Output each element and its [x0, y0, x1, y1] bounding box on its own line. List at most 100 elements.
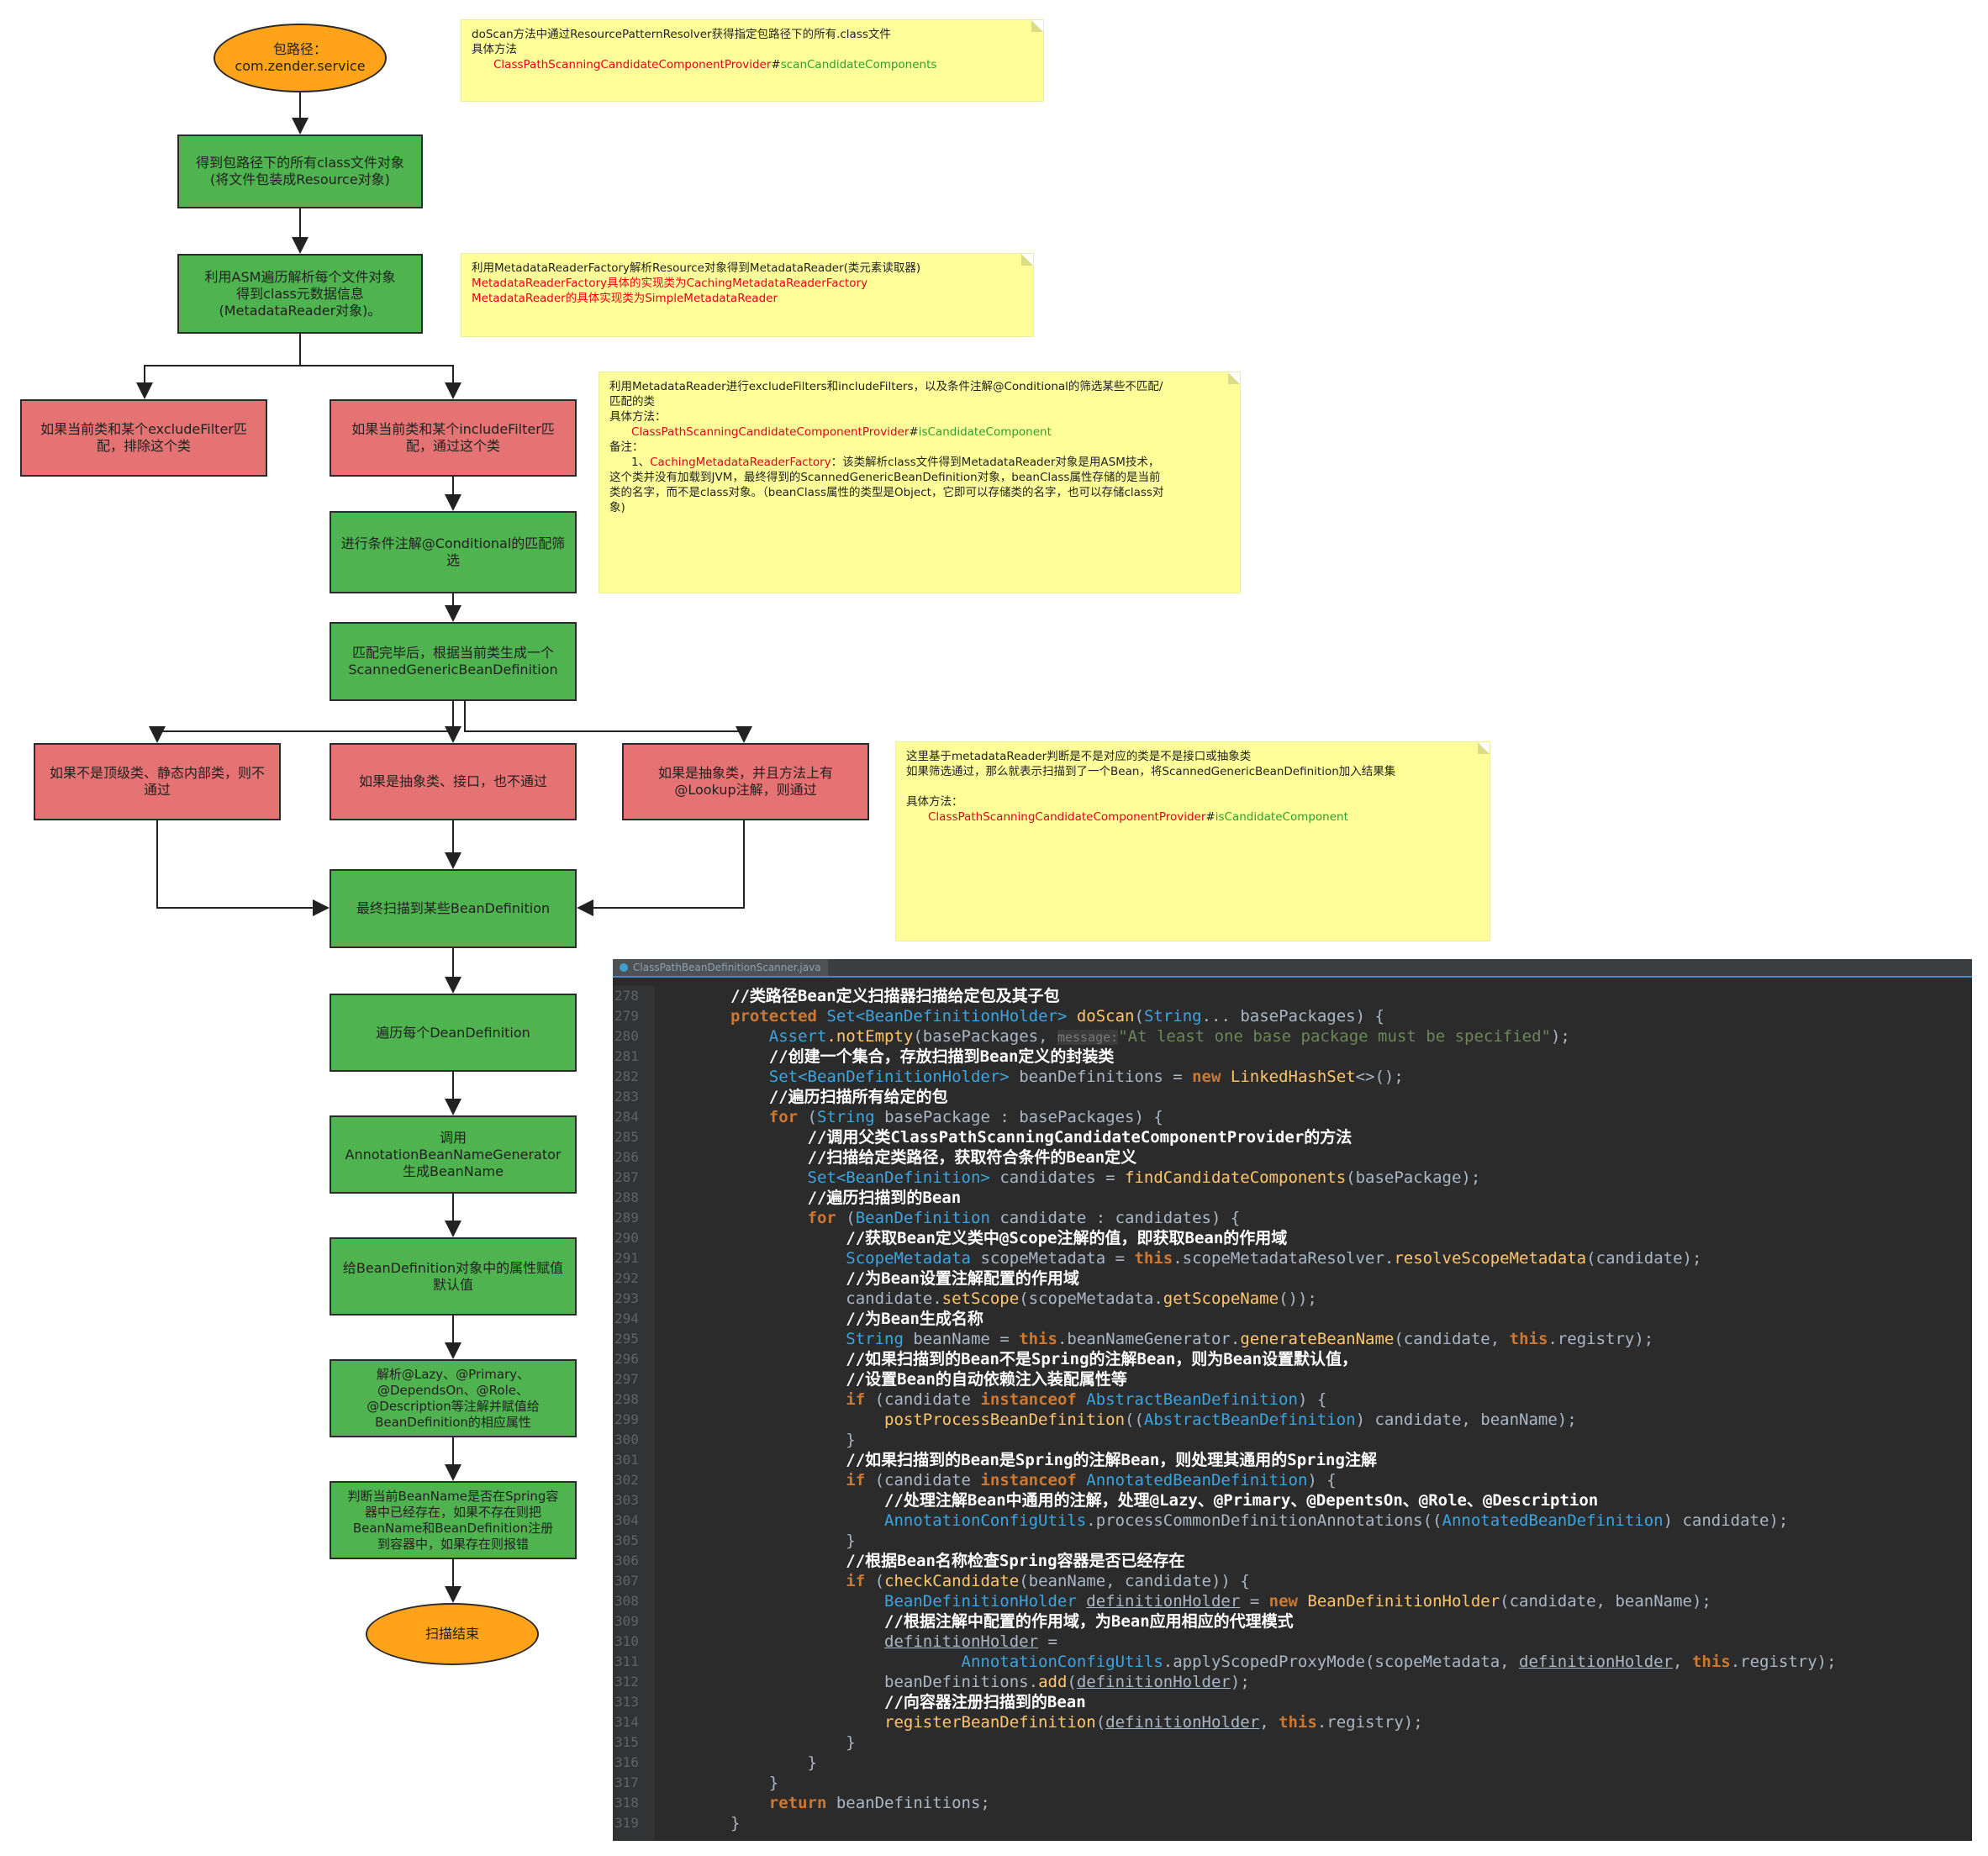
token-variable: definitionHolder [1086, 1592, 1241, 1611]
code-line: 305 } [613, 1531, 1972, 1551]
code-line: 294 //为Bean生成名称 [613, 1309, 1972, 1329]
code-line: 319} [613, 1813, 1972, 1833]
token-plain: scopeMetadata = [971, 1249, 1135, 1268]
line-code: //获取Bean定义类中@Scope注解的值，即获取Bean的作用域 [730, 1228, 1287, 1248]
token-comment: //获取Bean定义类中@Scope注解的值，即获取Bean的作用域 [846, 1229, 1288, 1247]
line-code: registerBeanDefinition(definitionHolder,… [730, 1712, 1423, 1732]
note-line: 这个类并没有加载到JVM，最终得到的ScannedGenericBeanDefi… [609, 471, 1161, 484]
note-line [906, 779, 1479, 794]
arrow-asm-to-exclude [136, 334, 301, 399]
line-code: if (candidate instanceof AbstractBeanDef… [730, 1389, 1326, 1410]
code-line: 297 //设置Bean的自动依赖注入装配属性等 [613, 1369, 1972, 1389]
token-type: <BeanDefinitionHolder> [798, 1068, 1010, 1086]
token-type: AnnotationConfigUtils [884, 1511, 1087, 1530]
token-method: BeanDefinitionHolder [1297, 1592, 1500, 1611]
code-line: 317 } [613, 1773, 1972, 1793]
line-code: postProcessBeanDefinition((AbstractBeanD… [730, 1410, 1577, 1430]
token-plain: ); [1230, 1673, 1250, 1691]
line-code: AnnotationConfigUtils.processCommonDefin… [730, 1511, 1788, 1531]
line-gutter [613, 986, 655, 1841]
arrow-nottop-to-final [156, 820, 330, 916]
line-code: Set<BeanDefinition> candidates = findCan… [730, 1168, 1481, 1188]
line-code: AnnotationConfigUtils.applyScopedProxyMo… [730, 1652, 1837, 1672]
token-method: generateBeanName [1240, 1330, 1395, 1348]
token-keyword: for [807, 1209, 836, 1227]
note-separator: # [771, 58, 781, 71]
token-plain: .beanNameGenerator. [1057, 1330, 1241, 1348]
token-plain: ) { [1307, 1471, 1337, 1490]
token-keyword: return [768, 1794, 827, 1812]
code-line: 287 Set<BeanDefinition> candidates = fin… [613, 1168, 1972, 1188]
code-line: 289 for (BeanDefinition candidate : cand… [613, 1208, 1972, 1228]
abstract-lookup-node: 如果是抽象类，并且方法上有 @Lookup注解，则通过 [622, 743, 869, 820]
token-comment: //扫描给定类路径，获取符合条件的Bean定义 [807, 1148, 1137, 1167]
line-number: 317 [614, 1774, 639, 1790]
token-plain: ( [836, 1209, 856, 1227]
code-line: 282 Set<BeanDefinitionHolder> beanDefini… [613, 1067, 1972, 1087]
token-plain: } [846, 1532, 856, 1550]
code-line: 288 //遍历扫描到的Bean [613, 1188, 1972, 1208]
step-get-resources: 得到包路径下的所有class文件对象 (将文件包装成Resource对象) [177, 134, 423, 208]
line-number: 306 [614, 1553, 639, 1569]
token-plain: basePackage : basePackages) { [874, 1108, 1163, 1126]
line-code: //扫描给定类路径，获取符合条件的Bean定义 [730, 1147, 1137, 1168]
code-line: 306 //根据Bean名称检查Spring容器是否已经存在 [613, 1551, 1972, 1571]
note-fold-corner [1031, 20, 1043, 32]
token-plain: (scopeMetadata. [1019, 1289, 1163, 1308]
conditional-node: 进行条件注解@Conditional的匹配筛 选 [330, 511, 577, 593]
token-type: BeanDefinitionHolder [884, 1592, 1077, 1611]
token-comment: //设置Bean的自动依赖注入装配属性等 [846, 1370, 1127, 1389]
token-type: AnnotatedBeanDefinition [1076, 1471, 1308, 1490]
note-doscan: doScan方法中通过ResourcePatternResolver获得指定包路… [461, 20, 1043, 101]
token-keyword: if [846, 1471, 866, 1490]
note-line: doScan方法中通过ResourcePatternResolver获得指定包路… [472, 28, 891, 41]
line-number: 308 [614, 1593, 639, 1609]
token-type: <BeanDefinitionHolder> [855, 1007, 1068, 1026]
note-line: MetadataReaderFactory具体的实现类为CachingMetad… [472, 277, 868, 290]
line-number: 284 [614, 1109, 639, 1125]
code-line: 283 //遍历扫描所有给定的包 [613, 1087, 1972, 1107]
token-plain: } [730, 1814, 741, 1832]
token-type: String [846, 1330, 904, 1348]
code-editor: ClassPathBeanDefinitionScanner.java 278/… [613, 959, 1972, 1841]
token-plain: ) { [1297, 1390, 1327, 1409]
line-number: 307 [614, 1573, 639, 1589]
note-line: MetadataReader的具体实现类为SimpleMetadataReade… [472, 292, 778, 305]
line-number: 282 [614, 1068, 639, 1084]
editor-tab[interactable]: ClassPathBeanDefinitionScanner.java [613, 959, 828, 976]
token-plain: candidate : candidates) { [989, 1209, 1241, 1227]
token-plain: .applyScopedProxyMode(scopeMetadata, [1163, 1653, 1520, 1671]
token-plain: = [1240, 1592, 1269, 1611]
token-method: .notEmpty [826, 1027, 914, 1046]
line-number: 285 [614, 1129, 639, 1145]
code-line: 318 return beanDefinitions; [613, 1793, 1972, 1813]
note-fold-corner [1478, 742, 1490, 754]
bean-name-generator-node: 调用 AnnotationBeanNameGenerator 生成BeanNam… [330, 1115, 577, 1194]
line-code: BeanDefinitionHolder definitionHolder = … [730, 1591, 1711, 1611]
line-code: protected Set<BeanDefinitionHolder> doSc… [730, 1006, 1384, 1026]
line-code: } [730, 1732, 855, 1753]
note-line: 类的名字，而不是class对象。（beanClass属性的类型是Object，它… [609, 486, 1164, 499]
line-code: //遍历扫描到的Bean [730, 1188, 962, 1208]
line-code: Set<BeanDefinitionHolder> beanDefinition… [730, 1067, 1404, 1087]
line-number: 296 [614, 1351, 639, 1367]
token-method: registerBeanDefinition [884, 1713, 1096, 1732]
token-plain: ( [1067, 1673, 1077, 1691]
note-method-name: isCandidateComponent [918, 425, 1052, 439]
note-method: ClassPathScanningCandidateComponentProvi… [609, 424, 1230, 440]
token-method: getScopeName [1163, 1289, 1279, 1308]
note-filters: 利用MetadataReader进行excludeFilters和include… [599, 372, 1240, 593]
line-number: 305 [614, 1532, 639, 1548]
note-metadata-reader-factory: 利用MetadataReaderFactory解析Resource对象得到Met… [461, 254, 1033, 336]
java-file-icon [620, 963, 628, 972]
token-type: Set [768, 1068, 799, 1086]
code-line: 316 } [613, 1753, 1972, 1773]
code-line: 302 if (candidate instanceof AnnotatedBe… [613, 1470, 1972, 1490]
code-line: 278//类路径Bean定义扫描器扫描给定包及其子包 [613, 986, 1972, 1006]
token-keyword: protected [730, 1007, 817, 1026]
token-plain: (candidate, [1394, 1330, 1510, 1348]
note-method: ClassPathScanningCandidateComponentProvi… [472, 57, 1033, 72]
code-line: 290 //获取Bean定义类中@Scope注解的值，即获取Bean的作用域 [613, 1228, 1972, 1248]
